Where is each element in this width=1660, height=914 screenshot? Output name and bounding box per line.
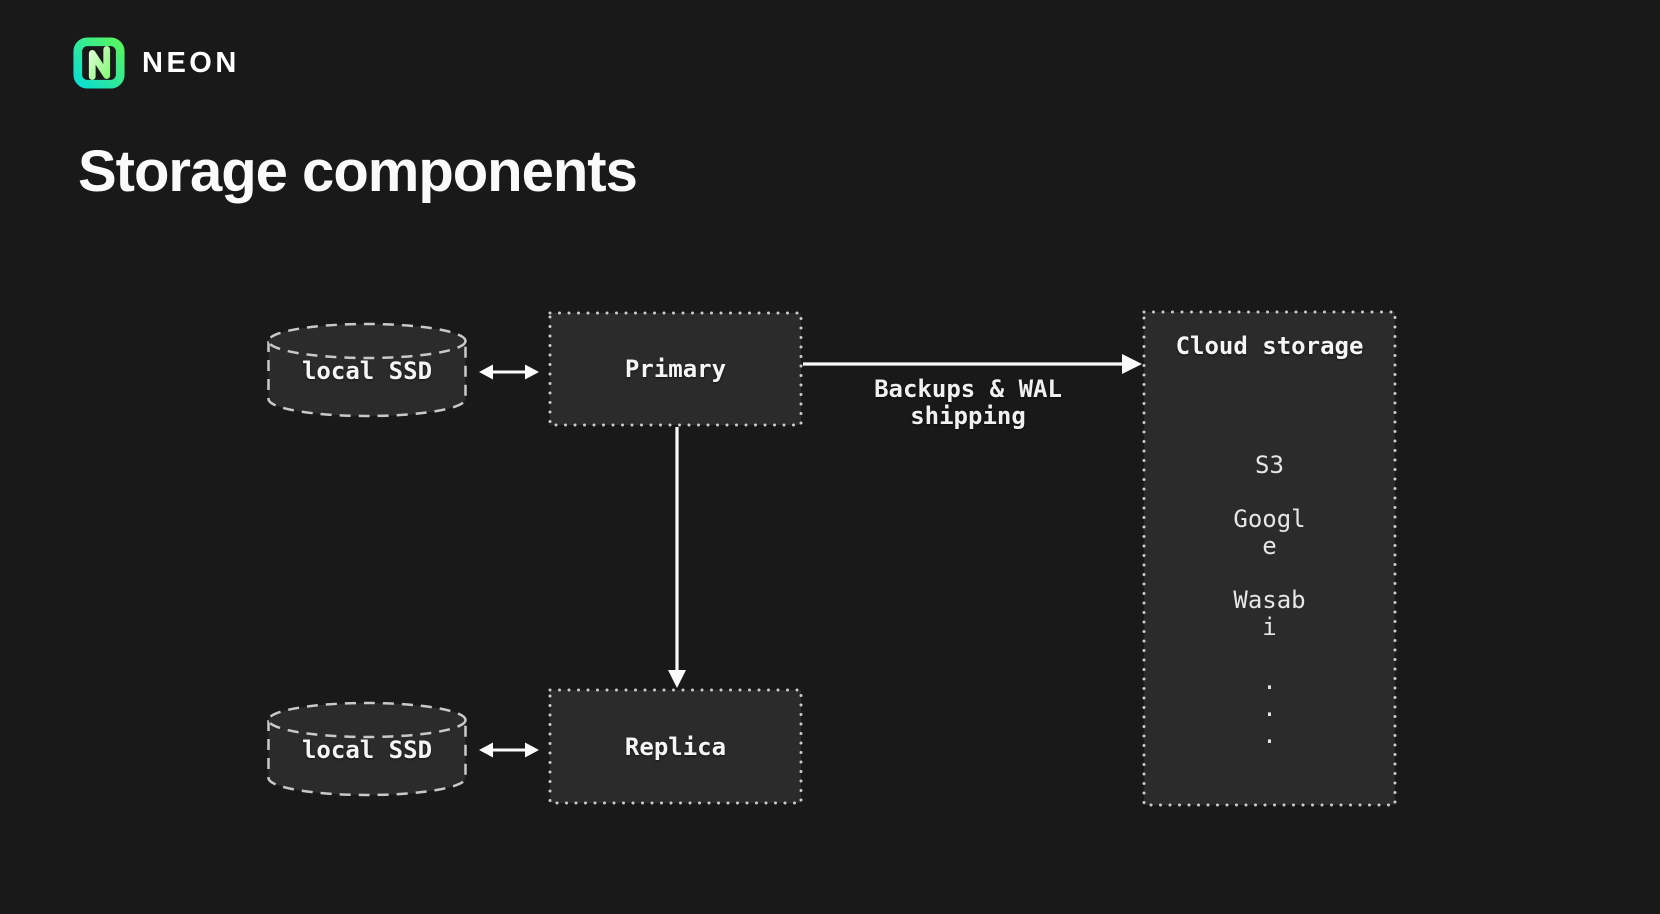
arrow-primary-to-cloud-icon bbox=[803, 350, 1143, 378]
brand-name: NEON bbox=[142, 46, 240, 79]
cloud-storage-node: Cloud storage S3 Google Wasabi . . . bbox=[1142, 310, 1397, 807]
ellipsis-dot: . bbox=[1262, 694, 1277, 722]
replica-label: Replica bbox=[624, 732, 727, 761]
neon-logo-icon bbox=[73, 37, 125, 89]
local-ssd-replica-node: local SSD bbox=[266, 700, 468, 798]
ellipsis-dot: . bbox=[1262, 721, 1277, 749]
double-arrow-ssd-primary-icon bbox=[477, 360, 541, 384]
local-ssd-primary-node: local SSD bbox=[266, 321, 468, 419]
primary-label: Primary bbox=[624, 355, 727, 383]
arrow-primary-to-replica-icon bbox=[666, 427, 688, 689]
cloud-provider-wasabi: Wasabi bbox=[1233, 586, 1306, 641]
cloud-provider-google: Google bbox=[1233, 505, 1306, 560]
replica-node: Replica bbox=[548, 688, 803, 805]
primary-node: Primary bbox=[548, 311, 803, 427]
cylinder-shape bbox=[267, 701, 467, 797]
page-title: Storage components bbox=[78, 139, 638, 204]
backup-edge-label: Backups & WAL shipping bbox=[874, 375, 1062, 430]
dotted-box-shape bbox=[548, 688, 803, 805]
dotted-box-shape bbox=[1142, 310, 1397, 807]
cloud-provider-s3: S3 bbox=[1255, 451, 1284, 479]
ellipsis-dot: . bbox=[1262, 667, 1277, 695]
brand-header: NEON bbox=[72, 36, 240, 90]
local-ssd-label: local SSD bbox=[301, 736, 433, 764]
cylinder-shape bbox=[267, 322, 467, 418]
local-ssd-label: local SSD bbox=[301, 357, 433, 385]
cloud-storage-label: Cloud storage bbox=[1175, 332, 1364, 360]
dotted-box-shape bbox=[548, 311, 803, 427]
double-arrow-ssd-replica-icon bbox=[477, 738, 541, 762]
cloud-provider-list: S3 Google Wasabi . . . bbox=[1230, 452, 1310, 749]
